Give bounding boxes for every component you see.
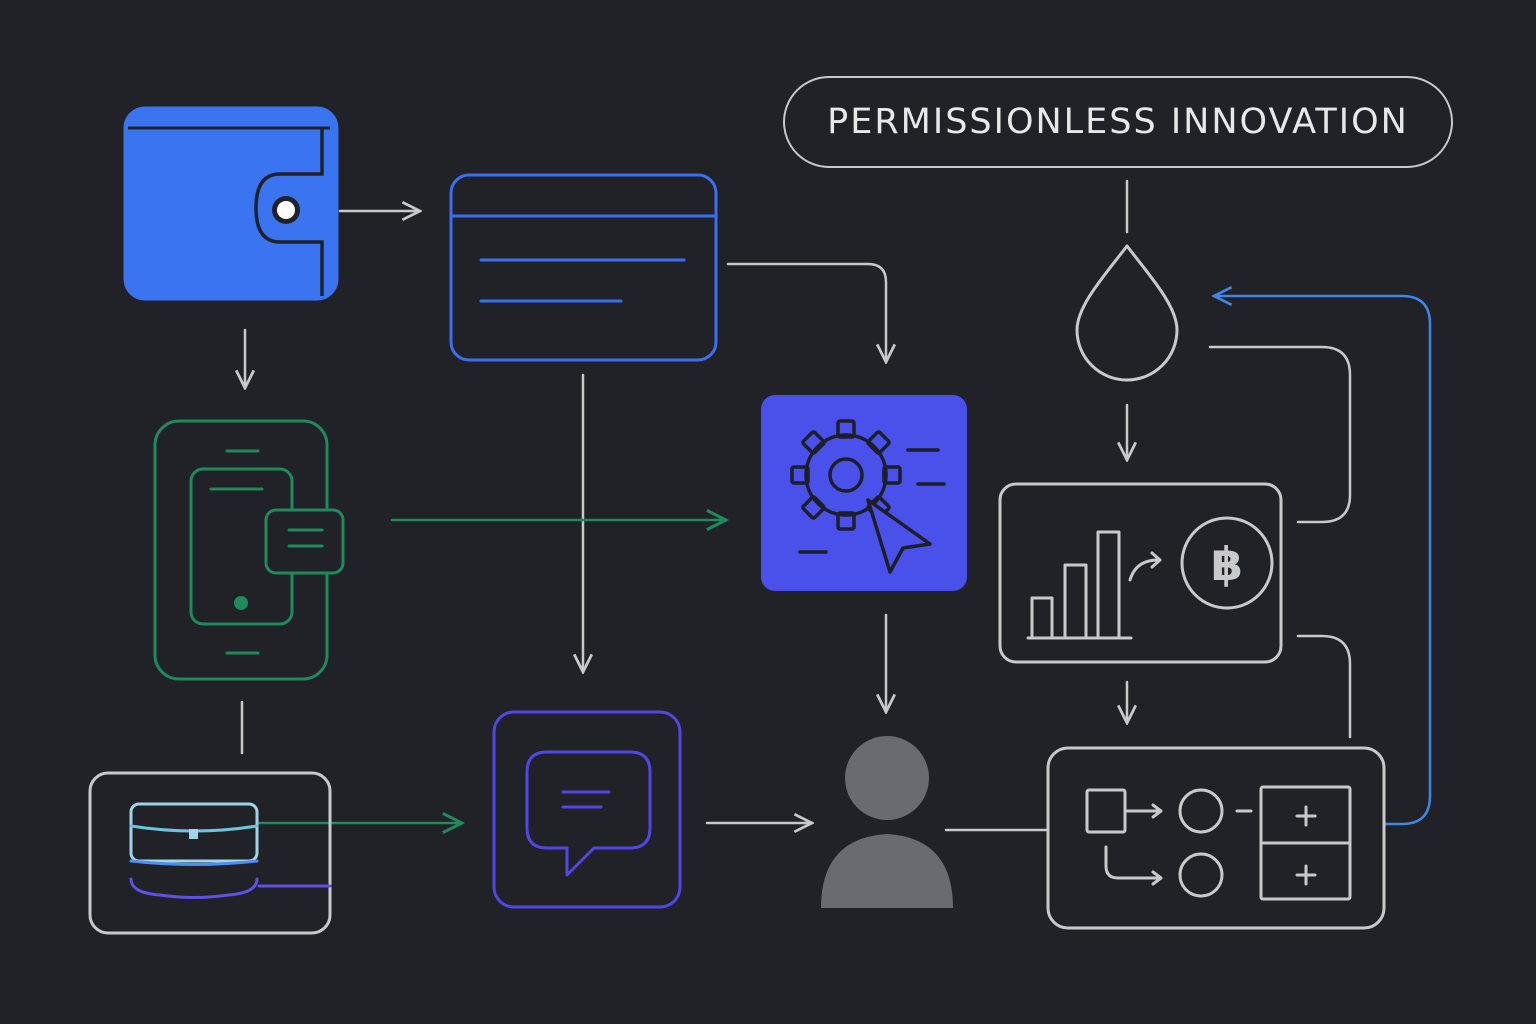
briefcase-icon (88, 771, 332, 935)
banner-label: PERMISSIONLESS INNOVATION (827, 102, 1409, 142)
coin-symbol: ฿ (1211, 537, 1243, 591)
settings-badge-icon (761, 395, 967, 591)
line-droplet-loop (1208, 345, 1352, 524)
arrow-flow-feedback-loop (1214, 296, 1432, 826)
mobile-wallet-icon (153, 419, 345, 681)
arrow-card-to-settings (726, 262, 886, 362)
user-icon (821, 736, 953, 908)
flow-icon (1046, 746, 1386, 930)
chat-icon (492, 710, 682, 909)
card-icon (449, 173, 718, 362)
droplet-icon (1075, 244, 1179, 382)
line-chart-to-flow-side (1296, 634, 1352, 739)
chart-coin-icon (998, 482, 1283, 664)
permissionless-innovation-banner: PERMISSIONLESS INNOVATION (783, 76, 1453, 168)
wallet-icon (123, 106, 339, 301)
connectors (242, 179, 1432, 830)
